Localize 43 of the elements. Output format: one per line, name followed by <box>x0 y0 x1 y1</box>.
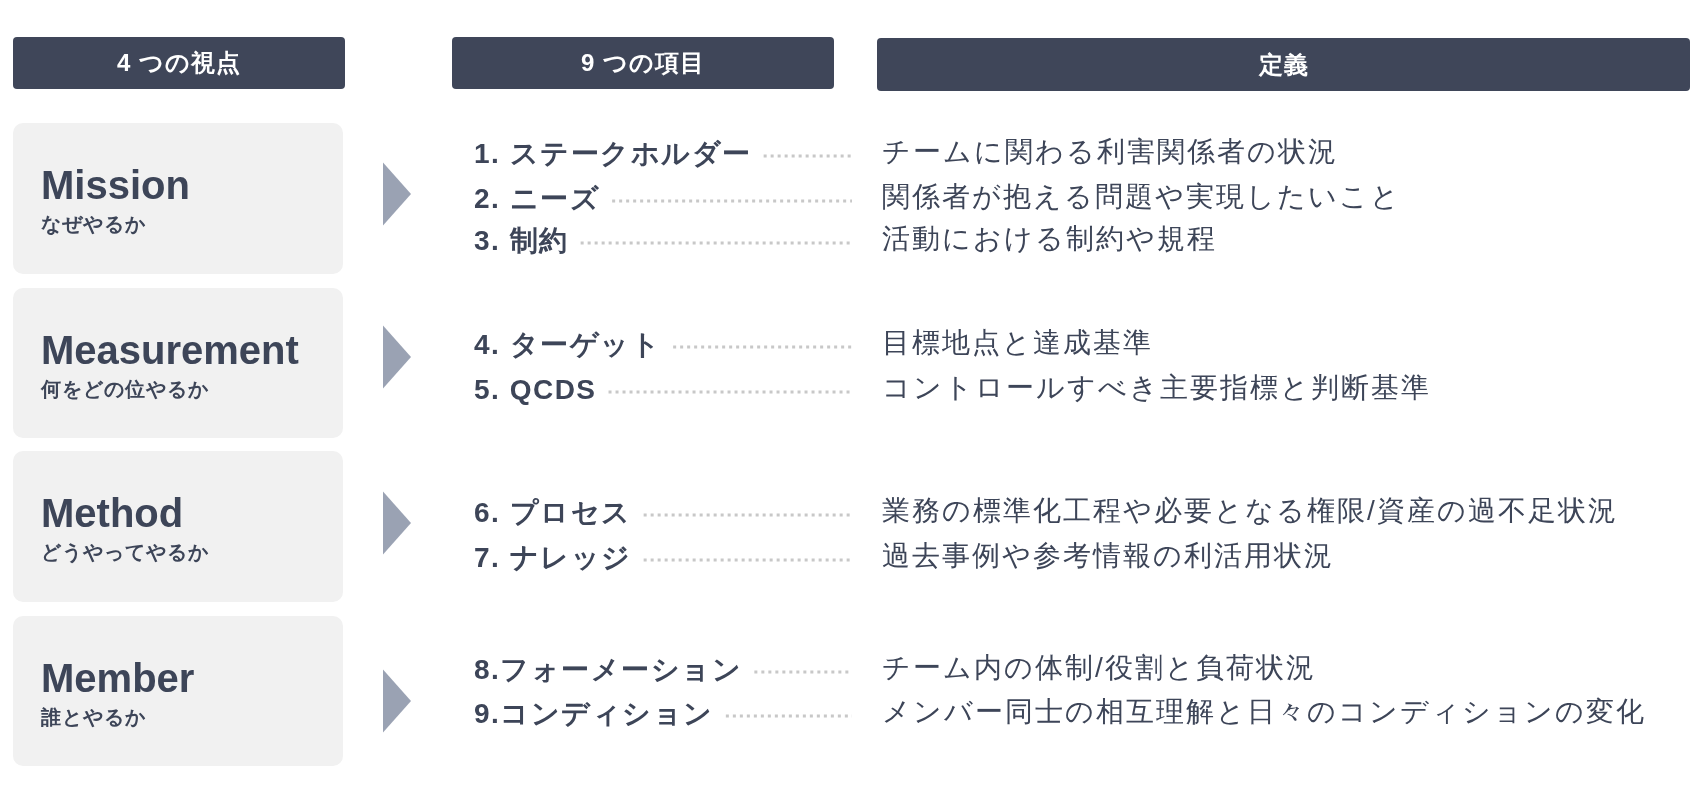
definition-text: 過去事例や参考情報の利活用状況 <box>882 538 1334 574</box>
perspective-title: Method <box>41 491 184 535</box>
dotted-connector <box>612 199 852 203</box>
definition-text: 業務の標準化工程や必要となる権限/資産の過不足状況 <box>882 493 1618 529</box>
item-label: 9.コンディション <box>474 696 714 732</box>
header-bar <box>13 37 345 89</box>
chevron-arrow <box>383 669 411 733</box>
item-label: 2. ニーズ <box>474 181 601 217</box>
perspective-title: Member <box>41 656 195 700</box>
definition-text: 関係者が抱える問題や実現したいこと <box>882 179 1401 215</box>
perspective-subtitle: 誰とやるか <box>41 705 146 730</box>
item-label: 4. ターゲット <box>474 327 662 363</box>
perspective-title: Mission <box>41 163 190 207</box>
dotted-connector <box>643 513 852 517</box>
definition-text: コントロールすべき主要指標と判断基準 <box>882 370 1431 406</box>
header-bar <box>452 37 834 89</box>
dotted-connector <box>763 154 852 158</box>
header-bar <box>877 38 1690 91</box>
column-heading: 4 つの視点 <box>117 48 241 78</box>
dotted-connector <box>643 558 852 562</box>
definition-text: 活動における制約や規程 <box>882 221 1217 257</box>
definition-text: メンバー同士の相互理解と日々のコンディションの変化 <box>882 694 1646 730</box>
definition-text: チーム内の体制/役割と負荷状況 <box>882 650 1316 686</box>
chevron-arrow <box>383 325 411 389</box>
perspective-subtitle: 何をどの位やるか <box>41 377 209 402</box>
item-label: 3. 制約 <box>474 223 569 259</box>
item-label: 6. プロセス <box>474 495 632 531</box>
item-label: 7. ナレッジ <box>474 540 632 576</box>
dotted-connector <box>673 345 852 349</box>
chevron-arrow <box>383 491 411 555</box>
definition-text: 目標地点と達成基準 <box>882 325 1153 361</box>
item-label: 1. ステークホルダー <box>474 136 752 172</box>
dotted-connector <box>608 390 852 394</box>
chevron-arrow <box>383 162 411 226</box>
definition-text: チームに関わる利害関係者の状況 <box>882 134 1338 170</box>
perspective-title: Measurement <box>41 328 299 372</box>
column-heading: 9 つの項目 <box>581 48 705 78</box>
column-heading: 定義 <box>1258 49 1309 80</box>
item-label: 5. QCDS <box>474 372 597 408</box>
dotted-connector <box>580 241 852 245</box>
perspective-subtitle: どうやってやるか <box>41 540 209 565</box>
item-label: 8.フォーメーション <box>474 652 743 688</box>
perspective-subtitle: なぜやるか <box>41 212 146 237</box>
